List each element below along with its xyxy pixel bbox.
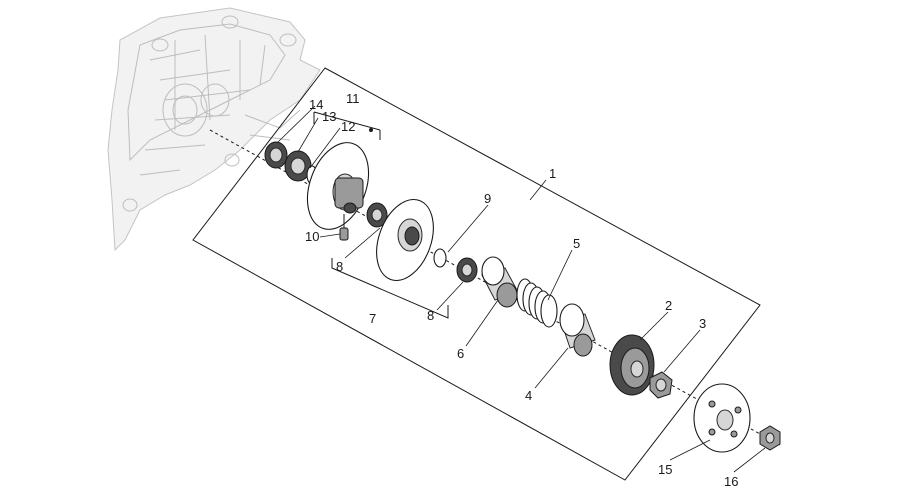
part-8-bearing-upper: [366, 202, 388, 228]
callout-8-lower: 8: [427, 308, 434, 323]
callout-15: 15: [658, 462, 672, 477]
part-16-nut: [759, 425, 781, 451]
callout-14: 14: [309, 97, 323, 112]
callout-4: 4: [525, 388, 532, 403]
movable-pulley-half: [376, 198, 434, 282]
callout-13: 13: [322, 109, 336, 124]
callout-16: 16: [724, 474, 738, 489]
callout-10: 10: [305, 229, 319, 244]
callout-9: 9: [484, 191, 491, 206]
callout-2: 2: [665, 298, 672, 313]
callout-3: 3: [699, 316, 706, 331]
assembly-frame: [192, 67, 761, 481]
part-6-sleeve: [481, 256, 519, 308]
part-2-clutch: [609, 334, 655, 396]
engine-casing-outline: [107, 7, 321, 252]
callout-5: 5: [573, 236, 580, 251]
callout-8-upper: 8: [336, 259, 343, 274]
bracket-7: [331, 258, 449, 319]
callout-1: 1: [549, 166, 556, 181]
part-3-nut: [649, 371, 673, 399]
part-14-bearing: [264, 141, 288, 169]
part-9-oring: [433, 248, 447, 268]
leader-lines: [277, 105, 766, 473]
part-4-sleeve: [559, 303, 596, 357]
callout-7: 7: [369, 311, 376, 326]
callout-6: 6: [457, 346, 464, 361]
bracket-11: [313, 111, 381, 140]
part-15-clutch-bell: [693, 383, 751, 453]
part-8-bearing-lower: [456, 257, 478, 283]
callout-12: 12: [341, 119, 355, 134]
fixed-pulley-half: [306, 142, 370, 230]
callout-labels: 1 2 3 4 5 6 7 8 8 9 10 11 12 13 14 15 16: [305, 91, 738, 489]
callout-11: 11: [346, 91, 360, 106]
part-5-spring: [516, 278, 558, 328]
